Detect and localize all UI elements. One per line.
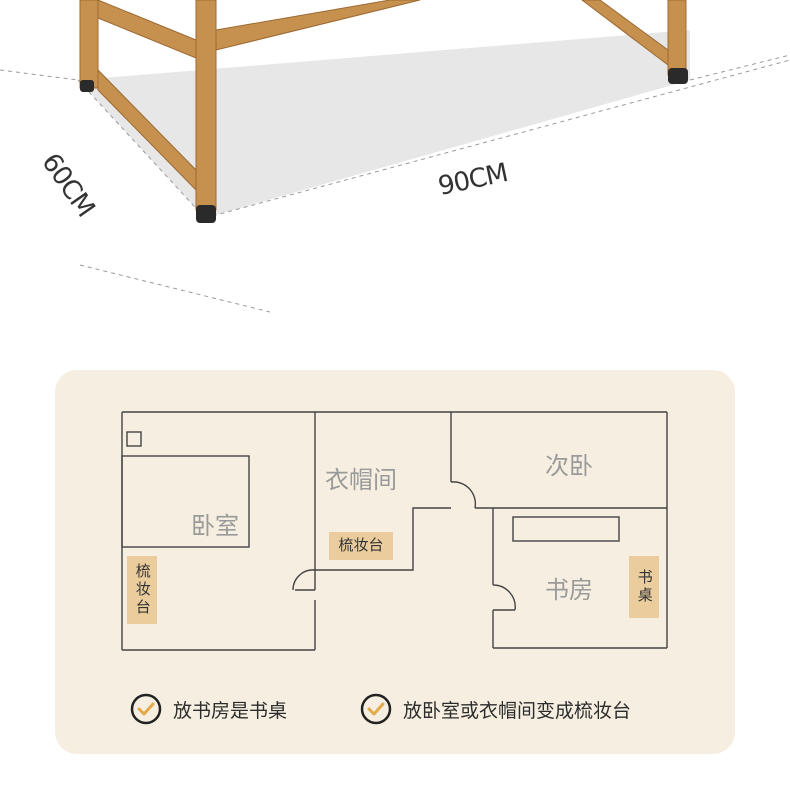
check-circle-icon bbox=[360, 693, 392, 725]
check-circle-icon bbox=[130, 693, 162, 725]
room-label-second-bedroom: 次卧 bbox=[545, 452, 593, 480]
legend-item-study-desk: 放书房是书桌 bbox=[129, 692, 287, 726]
floorplan-lines bbox=[121, 411, 668, 651]
vanity-tag-closet: 梳妆台 bbox=[329, 532, 393, 560]
desk-tag-study: 书桌 bbox=[629, 556, 659, 618]
room-label-bedroom: 卧室 bbox=[191, 512, 239, 540]
casters bbox=[80, 68, 688, 223]
product-photo: 60CM 90CM bbox=[0, 0, 790, 330]
legend-text-vanity: 放卧室或衣帽间变成梳妆台 bbox=[403, 699, 632, 722]
floorplan-card: 卧室 衣帽间 次卧 书房 梳妆台 梳妆台 书桌 放书房是书桌 放卧室或衣帽间变成… bbox=[55, 370, 735, 754]
desk-frame-illustration bbox=[0, 0, 790, 313]
legend-text-study-desk: 放书房是书桌 bbox=[173, 699, 288, 722]
vanity-tag-bedroom: 梳妆台 bbox=[127, 556, 157, 624]
room-label-closet: 衣帽间 bbox=[325, 466, 397, 494]
room-label-study: 书房 bbox=[545, 576, 593, 604]
floor-mat bbox=[78, 30, 690, 218]
wooden-frame bbox=[79, 0, 687, 211]
legend-item-vanity: 放卧室或衣帽间变成梳妆台 bbox=[359, 692, 631, 726]
dimension-guides bbox=[0, 54, 790, 313]
